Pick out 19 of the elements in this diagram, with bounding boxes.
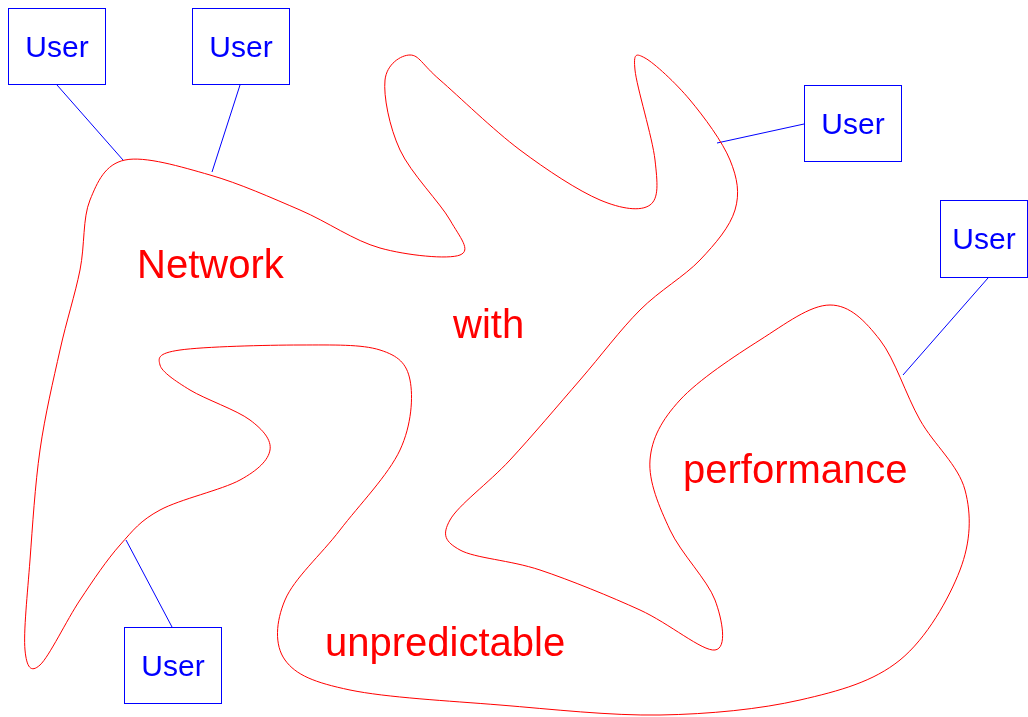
- cloud-label: unpredictable: [325, 622, 566, 662]
- cloud-label: with: [453, 304, 525, 344]
- user-box: [940, 200, 1028, 278]
- connector-line: [902, 277, 989, 376]
- connector-line: [716, 123, 805, 144]
- user-label: User: [821, 108, 885, 139]
- user-label: User: [952, 224, 1016, 254]
- user-box: [192, 8, 290, 85]
- connector-line: [211, 84, 241, 173]
- connector-line: [125, 539, 173, 628]
- user-label: User: [25, 31, 89, 62]
- user-label: User: [141, 650, 205, 681]
- cloud-label: performance: [683, 449, 908, 489]
- user-box: [124, 627, 222, 704]
- connector-line: [56, 84, 124, 161]
- user-box: [8, 8, 106, 85]
- user-box: [804, 85, 902, 162]
- user-label: User: [209, 31, 273, 62]
- cloud-label: Network: [137, 244, 284, 284]
